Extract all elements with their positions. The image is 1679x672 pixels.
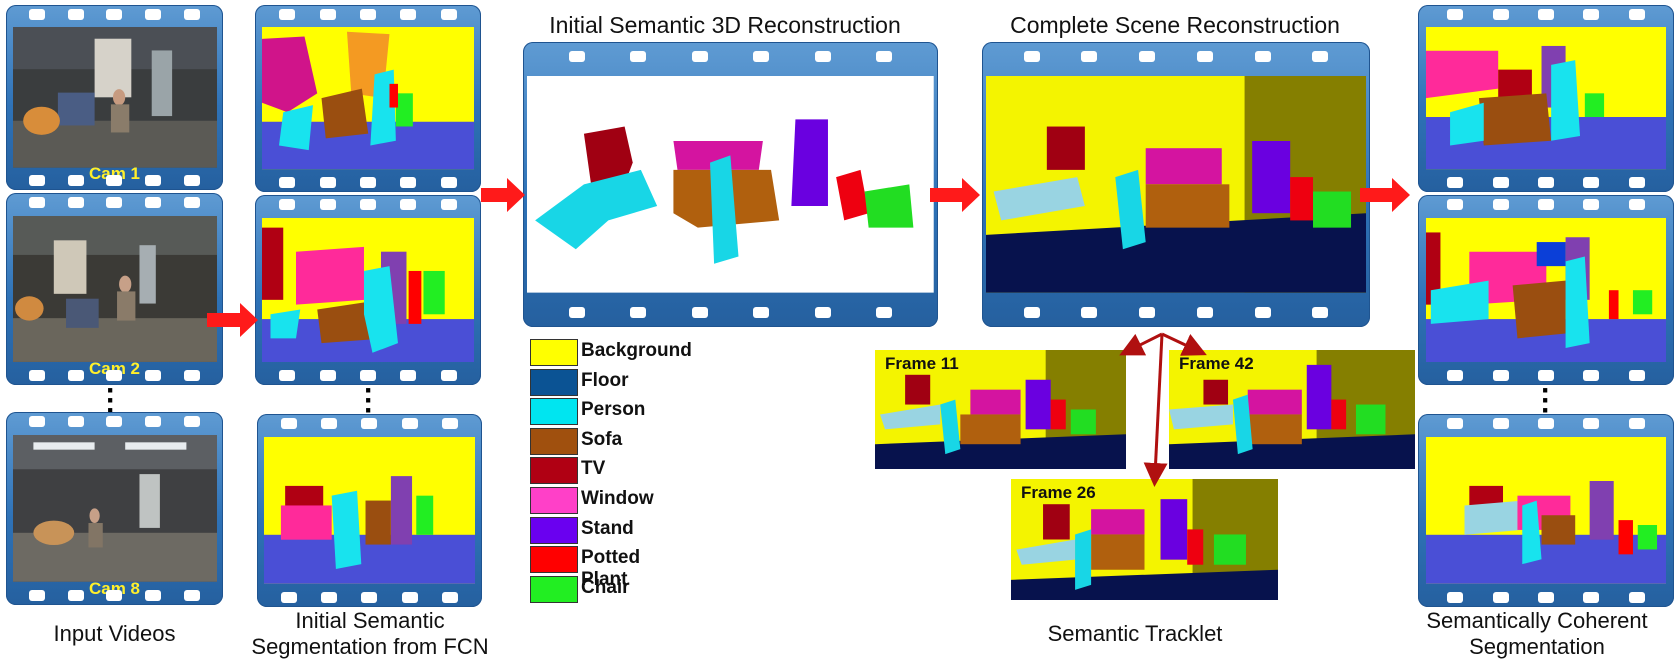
arrow-fcn-to-initial-recon xyxy=(481,178,525,212)
legend-swatch xyxy=(530,368,578,396)
frame-label: Frame 11 xyxy=(885,354,959,373)
legend-label: Sofa xyxy=(581,428,623,450)
legend-label: Stand xyxy=(581,517,634,539)
legend-swatch xyxy=(530,486,578,514)
camera-photo xyxy=(12,27,217,168)
fcn-seg-2 xyxy=(255,195,481,385)
legend-swatch xyxy=(530,398,578,426)
camera-photo xyxy=(12,435,217,582)
coherent-seg-1 xyxy=(1418,5,1674,192)
caption-coherent-segmentation: Semantically Coherent Segmentation xyxy=(1395,608,1679,660)
film-sprocket-strip xyxy=(1418,5,1674,24)
film-sprocket-strip xyxy=(6,172,223,191)
input-video-cam2: Cam 2 xyxy=(6,193,223,385)
segmentation-map xyxy=(261,27,475,170)
film-sprocket-strip xyxy=(523,42,938,71)
legend-label: Window xyxy=(581,487,654,509)
title-complete-reconstruction: Complete Scene Reconstruction xyxy=(1010,12,1340,38)
arrow-initial-to-complete xyxy=(930,178,980,212)
caption-line: Segmentation xyxy=(1469,634,1605,659)
segmentation-map xyxy=(261,217,475,363)
tracklet-frame-42: Frame 42 xyxy=(1169,350,1415,469)
segmentation-map xyxy=(1425,217,1667,363)
segmentation-map xyxy=(1425,27,1667,170)
input-video-cam8: Cam 8 xyxy=(6,412,223,605)
film-sprocket-strip xyxy=(6,366,223,385)
caption-line: Initial Semantic xyxy=(295,608,445,633)
legend-label: Potted Plant xyxy=(581,547,641,591)
reconstruction-render xyxy=(985,76,1367,293)
film-sprocket-strip xyxy=(1418,588,1674,607)
film-sprocket-strip xyxy=(255,195,481,214)
reconstruction-render xyxy=(527,76,934,293)
film-sprocket-strip xyxy=(6,5,223,24)
legend-swatch xyxy=(530,427,578,455)
film-sprocket-strip xyxy=(6,412,223,431)
arrow-cam2-to-fcn xyxy=(207,303,258,337)
camera-label: Cam 1 xyxy=(88,164,141,183)
caption-input-videos: Input Videos xyxy=(53,621,176,646)
film-sprocket-strip xyxy=(257,588,482,607)
legend-label: TV xyxy=(581,458,606,480)
title-initial-reconstruction: Initial Semantic 3D Reconstruction xyxy=(549,12,901,38)
more-segmentations-ellipsis: ··· xyxy=(364,374,374,427)
fcn-seg-8 xyxy=(257,414,482,607)
input-video-cam1: Cam 1 xyxy=(6,5,223,190)
segmentation-map xyxy=(1425,437,1667,584)
tracklet-frame-11: Frame 11 xyxy=(875,350,1126,469)
frame-label: Frame 26 xyxy=(1021,483,1096,502)
caption-line: Segmentation from FCN xyxy=(251,634,489,659)
frame-label: Frame 42 xyxy=(1179,354,1254,373)
film-sprocket-strip xyxy=(6,586,223,605)
complete-scene-reconstruction xyxy=(982,42,1370,327)
legend-label: Chair xyxy=(581,576,630,598)
segmentation-map xyxy=(263,437,476,584)
camera-label: Cam 2 xyxy=(88,359,141,378)
legend-swatch xyxy=(530,546,578,574)
film-sprocket-strip xyxy=(257,414,482,433)
film-sprocket-strip xyxy=(6,193,223,212)
legend-swatch xyxy=(530,339,578,366)
legend-label: Floor xyxy=(581,369,629,391)
coherent-seg-2 xyxy=(1418,195,1674,385)
tracklet-link-arrows xyxy=(1119,332,1207,487)
film-sprocket-strip xyxy=(982,299,1370,328)
tracklet-frame-26: Frame 26 xyxy=(1011,479,1278,600)
film-sprocket-strip xyxy=(523,299,938,328)
legend-swatch xyxy=(530,516,578,544)
camera-photo xyxy=(12,216,217,362)
camera-label: Cam 8 xyxy=(88,579,141,598)
film-sprocket-strip xyxy=(982,42,1370,71)
initial-3d-reconstruction xyxy=(523,42,938,327)
film-sprocket-strip xyxy=(1418,414,1674,433)
more-coherent-ellipsis: ··· xyxy=(1541,374,1551,427)
legend-swatch xyxy=(530,457,578,485)
film-sprocket-strip xyxy=(1418,173,1674,192)
film-sprocket-strip xyxy=(1418,195,1674,214)
caption-line: Semantically Coherent xyxy=(1426,608,1648,633)
film-sprocket-strip xyxy=(255,5,481,24)
caption-semantic-tracklet: Semantic Tracklet xyxy=(1047,621,1223,646)
legend-swatch xyxy=(530,575,578,603)
more-cameras-ellipsis: ··· xyxy=(106,374,116,427)
fcn-seg-1 xyxy=(255,5,481,192)
film-sprocket-strip xyxy=(255,173,481,192)
film-sprocket-strip xyxy=(255,366,481,385)
film-sprocket-strip xyxy=(1418,366,1674,385)
legend-label: Person xyxy=(581,399,646,421)
legend-label: Background xyxy=(581,340,692,361)
arrow-complete-to-coherent xyxy=(1360,178,1410,212)
coherent-seg-8 xyxy=(1418,414,1674,607)
caption-fcn-segmentation: Initial Semantic Segmentation from FCN xyxy=(245,608,495,660)
